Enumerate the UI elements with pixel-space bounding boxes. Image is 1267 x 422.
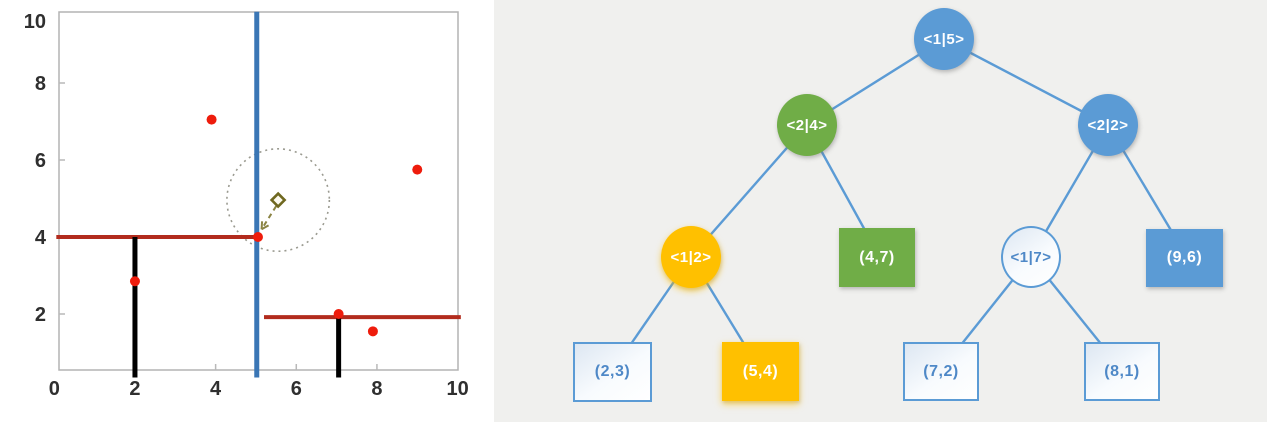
data-point <box>206 114 217 125</box>
y-axis-tick-label: 6 <box>35 150 46 172</box>
query-arrow <box>260 205 277 230</box>
leaf-label: (9,6) <box>1166 249 1203 266</box>
tree-node-split-1-5: <1|5> <box>914 8 974 70</box>
leaf-label: (5,4) <box>742 362 779 380</box>
tree-leaf-7-2: (7,2) <box>903 342 979 401</box>
tree-node-split-2-2: <2|2> <box>1078 94 1138 156</box>
query-arrow-head <box>261 224 270 231</box>
x-axis-tick-label: 0 <box>49 378 60 400</box>
data-point <box>129 276 140 287</box>
tree-node-split-1-2: <1|2> <box>661 226 721 288</box>
y-axis-tick-label: 10 <box>24 11 46 33</box>
tree-leaf-5-4: (5,4) <box>722 342 799 401</box>
node-label: <2|2> <box>1087 116 1129 134</box>
tree-leaf-8-1: (8,1) <box>1084 342 1160 401</box>
leaf-label: (7,2) <box>923 362 959 380</box>
data-point <box>412 164 423 175</box>
x-axis-tick-label: 6 <box>291 378 302 400</box>
node-label: <1|2> <box>670 248 712 266</box>
tree-leaf-9-6: (9,6) <box>1146 229 1223 287</box>
search-radius-circle <box>226 148 331 253</box>
y-axis-tick-label: 2 <box>35 304 46 326</box>
tree-leaf-2-3: (2,3) <box>573 342 652 402</box>
data-point <box>333 309 344 319</box>
x-axis-tick-label: 8 <box>371 378 382 400</box>
tree-node-split-2-4: <2|4> <box>777 94 837 156</box>
query-point-diamond <box>269 191 287 209</box>
node-label: <2|4> <box>786 116 828 134</box>
leaf-label: (4,7) <box>859 248 895 266</box>
y-axis-tick-label: 8 <box>35 73 46 95</box>
data-point <box>367 326 378 337</box>
x-axis-tick-label: 2 <box>129 378 140 400</box>
tree-leaf-4-7: (4,7) <box>839 228 915 287</box>
kd-partition-plot: 0 2 4 6 8 10 2 4 6 8 10 <box>24 11 469 400</box>
x-axis-tick-label: 4 <box>210 378 222 400</box>
node-label: <1|5> <box>923 30 965 48</box>
node-label: <1|7> <box>1010 248 1052 266</box>
leaf-label: (8,1) <box>1104 362 1140 380</box>
tree-node-split-1-7: <1|7> <box>1001 226 1061 288</box>
y-axis-tick-label: 4 <box>35 227 47 249</box>
data-point <box>252 232 263 242</box>
x-axis-tick-label: 10 <box>446 378 468 400</box>
leaf-label: (2,3) <box>594 363 631 380</box>
